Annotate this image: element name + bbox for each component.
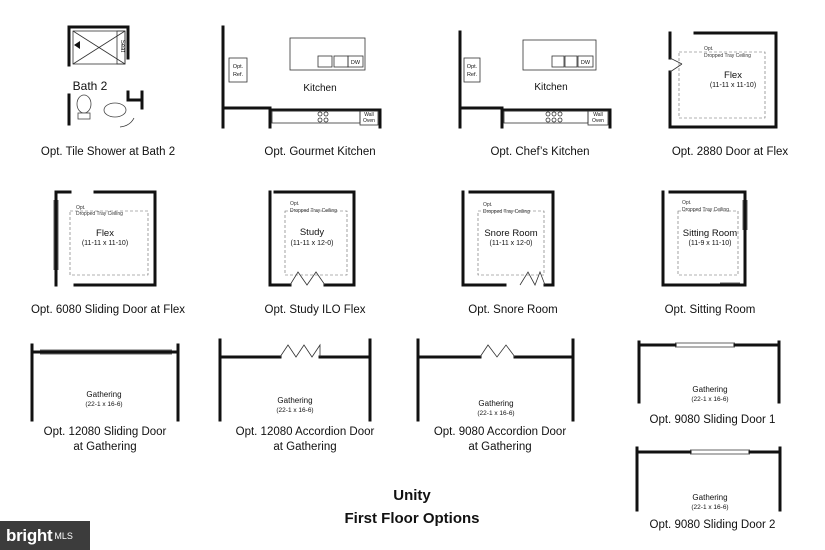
note-label: DW <box>581 60 591 66</box>
note-label: Oven <box>592 118 604 124</box>
note-label: Dropped Tray Ceiling <box>483 209 530 215</box>
option-caption: Opt. Gourmet Kitchen <box>264 146 376 158</box>
option-caption: Opt. Sitting Room <box>664 304 756 316</box>
room-label: Bath 2 <box>73 79 108 93</box>
plan-sliding-9080-2: Gathering (22-1 x 16-6) <box>635 446 782 512</box>
note-label: Dropped Tray Ceiling <box>682 207 729 213</box>
room-label: Flex <box>724 70 742 81</box>
option-caption: Opt. 6080 Sliding Door at Flex <box>30 304 186 316</box>
note-label: Dropped Tray Ceiling <box>704 53 751 59</box>
plan-snore-room: Opt. Dropped Tray Ceiling Snore Room (11… <box>461 190 555 287</box>
room-label: Gathering <box>692 385 727 394</box>
note-label: Wall <box>593 112 603 118</box>
plan-door-2880-flex: Opt. Dropped Tray Ceiling Flex (11-11 x … <box>668 31 778 129</box>
note-label: Opt. <box>233 64 244 70</box>
bright-mls-logo: bright MLS <box>0 521 90 550</box>
note-label: Dropped Tray Ceiling <box>290 208 337 214</box>
plan-chefs-kitchen: DW Opt. Ref. Wall Oven Kitchen <box>458 30 612 129</box>
note-label: Opt. <box>682 200 691 206</box>
room-label: Kitchen <box>534 82 567 93</box>
option-caption: Opt. 12080 Sliding Door at Gathering <box>10 425 200 455</box>
caption-line: Opt. 9080 Accordion Door <box>433 426 567 438</box>
option-caption: Opt. 2880 Door at Flex <box>671 146 789 158</box>
plan-sliding-12080: Gathering (22-1 x 16-6) <box>30 343 180 422</box>
plan-sliding-9080-1: Gathering (22-1 x 16-6) <box>637 340 781 404</box>
option-caption: Opt. 9080 Sliding Door 1 <box>649 414 776 426</box>
plan-accordion-9080: Gathering (22-1 x 16-6) <box>416 338 575 422</box>
room-label: (22-1 x 16-6) <box>276 407 313 414</box>
note-label: Opt. <box>704 46 713 52</box>
room-label: (11-11 x 12-0) <box>490 240 533 247</box>
room-label: Kitchen <box>303 83 336 94</box>
option-caption: Opt. Tile Shower at Bath 2 <box>40 146 176 158</box>
room-label: Snore Room <box>484 228 537 239</box>
room-label: (11-9 x 11-10) <box>689 240 732 247</box>
room-label: Sitting Room <box>683 228 737 239</box>
note-label: Opt. <box>76 205 85 211</box>
room-label: Gathering <box>478 399 513 408</box>
room-label: Gathering <box>86 390 121 399</box>
room-label: Flex <box>96 228 114 239</box>
logo-brand: bright <box>6 525 53 545</box>
room-label: Gathering <box>277 396 312 405</box>
note-label: Opt. <box>467 64 478 70</box>
plan-accordion-12080: Gathering (22-1 x 16-6) <box>218 338 372 422</box>
room-label: (22-1 x 16-6) <box>691 396 728 403</box>
caption-line: at Gathering <box>73 441 137 453</box>
note-label: Wall <box>364 112 374 118</box>
plan-tile-shower: Bath 2 Seat <box>67 25 144 128</box>
option-caption: Opt. 9080 Accordion Door at Gathering <box>405 425 595 455</box>
sheet-title: Unity <box>393 487 431 504</box>
room-label: (11-11 x 11-10) <box>710 82 756 89</box>
room-label: (11-11 x 12-0) <box>291 240 334 247</box>
room-label: Study <box>300 227 325 238</box>
note-label: Dropped Tray Ceiling <box>76 211 123 217</box>
option-caption: Opt. Study ILO Flex <box>264 304 366 316</box>
plan-sliding-6080-flex: Opt. Dropped Tray Ceiling Flex (11-11 x … <box>53 190 157 287</box>
note-label: Seat <box>119 40 125 53</box>
room-label: (22-1 x 16-6) <box>85 401 122 408</box>
note-label: Opt. <box>483 202 492 208</box>
caption-line: at Gathering <box>468 441 532 453</box>
note-label: Opt. <box>290 201 299 207</box>
note-label: Ref. <box>467 72 478 78</box>
room-label: (22-1 x 16-6) <box>691 504 728 511</box>
note-label: Oven <box>363 118 375 124</box>
logo-suffix: MLS <box>54 530 73 541</box>
note-label: DW <box>351 60 361 66</box>
note-label: Ref. <box>233 72 244 78</box>
sheet-subtitle: First Floor Options <box>344 510 480 527</box>
plan-study-ilo-flex: Opt. Dropped Tray Ceiling Study (11-11 x… <box>268 190 356 287</box>
room-label: Gathering <box>692 493 727 502</box>
plan-sitting-room: Opt. Dropped Tray Ceiling Sitting Room (… <box>661 190 748 287</box>
caption-line: at Gathering <box>273 441 337 453</box>
caption-line: Opt. 12080 Accordion Door <box>235 426 375 438</box>
caption-line: Opt. 12080 Sliding Door <box>43 426 167 438</box>
room-label: (11-11 x 11-10) <box>82 240 128 247</box>
option-caption: Opt. Snore Room <box>468 304 558 316</box>
plan-gourmet-kitchen: DW Opt. Ref. Wall Oven Kitchen <box>221 25 382 129</box>
option-caption: Opt. Chef’s Kitchen <box>490 146 590 158</box>
option-caption: Opt. 12080 Accordion Door at Gathering <box>210 425 400 455</box>
room-label: (22-1 x 16-6) <box>477 410 514 417</box>
option-caption: Opt. 9080 Sliding Door 2 <box>649 519 776 531</box>
